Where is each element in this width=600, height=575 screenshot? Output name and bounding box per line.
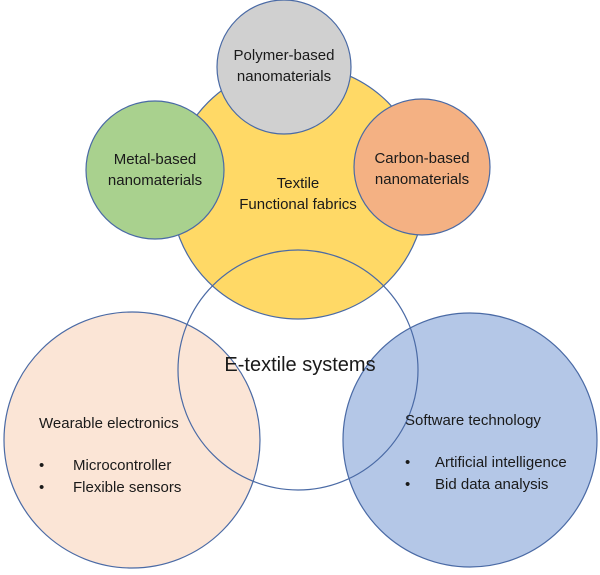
software-title: Software technology bbox=[405, 412, 541, 429]
list-item: Microcontroller bbox=[39, 455, 181, 477]
carbon-circle bbox=[353, 98, 491, 236]
metal-label: Metal-based nanomaterials bbox=[107, 151, 203, 189]
wearable-list: Microcontroller Flexible sensors bbox=[39, 455, 181, 499]
metal-circle bbox=[85, 100, 225, 240]
software-list: Artificial intelligence Bid data analysi… bbox=[405, 452, 567, 496]
polymer-circle bbox=[216, 0, 352, 135]
wearable-title: Wearable electronics bbox=[39, 415, 179, 432]
textile-label: Textile Functional fabrics bbox=[239, 175, 357, 213]
etextile-circle bbox=[177, 249, 419, 491]
wearable-circle bbox=[3, 311, 261, 569]
carbon-label: Carbon-based nanomaterials bbox=[374, 150, 470, 188]
software-circle bbox=[342, 312, 598, 568]
polymer-label: Polymer-based nanomaterials bbox=[233, 47, 335, 85]
list-item: Flexible sensors bbox=[39, 477, 181, 499]
etextile-label: E-textile systems bbox=[224, 354, 376, 376]
list-item: Artificial intelligence bbox=[405, 452, 567, 474]
list-item: Bid data analysis bbox=[405, 474, 567, 496]
